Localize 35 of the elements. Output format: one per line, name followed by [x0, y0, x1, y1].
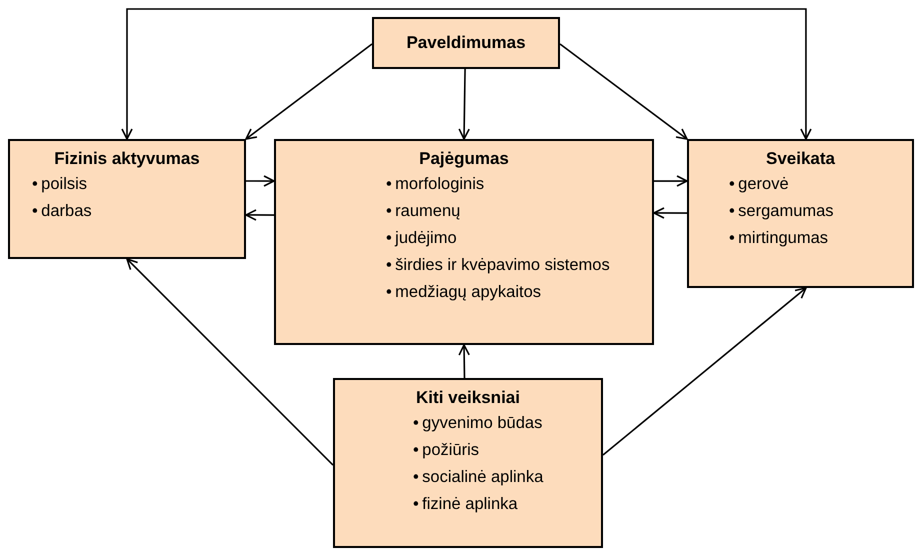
bullet-item: • gyvenimo būdas	[413, 413, 542, 434]
arrow	[458, 344, 470, 378]
arrow	[245, 209, 274, 221]
bullet-item: • raumenų	[386, 201, 460, 222]
box-title: Kiti veiksniai	[415, 387, 521, 409]
bullet-item: • socialinė aplinka	[413, 467, 544, 488]
bullet-item: • darbas	[32, 201, 92, 222]
bullet-item: • sergamumas	[729, 201, 834, 222]
box-title: Sveikata	[765, 148, 836, 170]
arrow	[245, 43, 372, 140]
bullet-item: • fizinė aplinka	[413, 494, 518, 515]
bullet-item: • morfologinis	[386, 174, 484, 195]
process-box	[687, 139, 914, 288]
arrow	[246, 175, 275, 187]
process-box	[8, 139, 246, 259]
bullet-item: • širdies ir kvėpavimo sistemos	[386, 255, 610, 276]
bullet-item: • gerovė	[729, 174, 789, 195]
box-title: Paveldimumas	[405, 32, 527, 54]
arrow	[560, 43, 688, 140]
bullet-item: • judėjimo	[386, 228, 457, 249]
bullet-item: • mirtingumas	[729, 228, 828, 249]
arrow	[654, 175, 688, 187]
box-title: Fizinis aktyvumas	[53, 148, 201, 170]
bullet-item: • poilsis	[32, 174, 88, 195]
box-title: Pajėgumas	[418, 148, 510, 170]
bullet-item: • medžiagų apykaitos	[386, 282, 542, 303]
arrow	[458, 68, 470, 140]
process-box	[274, 139, 654, 345]
process-box	[372, 17, 560, 69]
arrow	[602, 287, 807, 456]
arrow	[126, 258, 334, 466]
bullet-item: • požiūris	[413, 440, 480, 461]
process-box	[333, 378, 603, 548]
arrow	[121, 8, 812, 140]
arrow	[653, 207, 687, 219]
